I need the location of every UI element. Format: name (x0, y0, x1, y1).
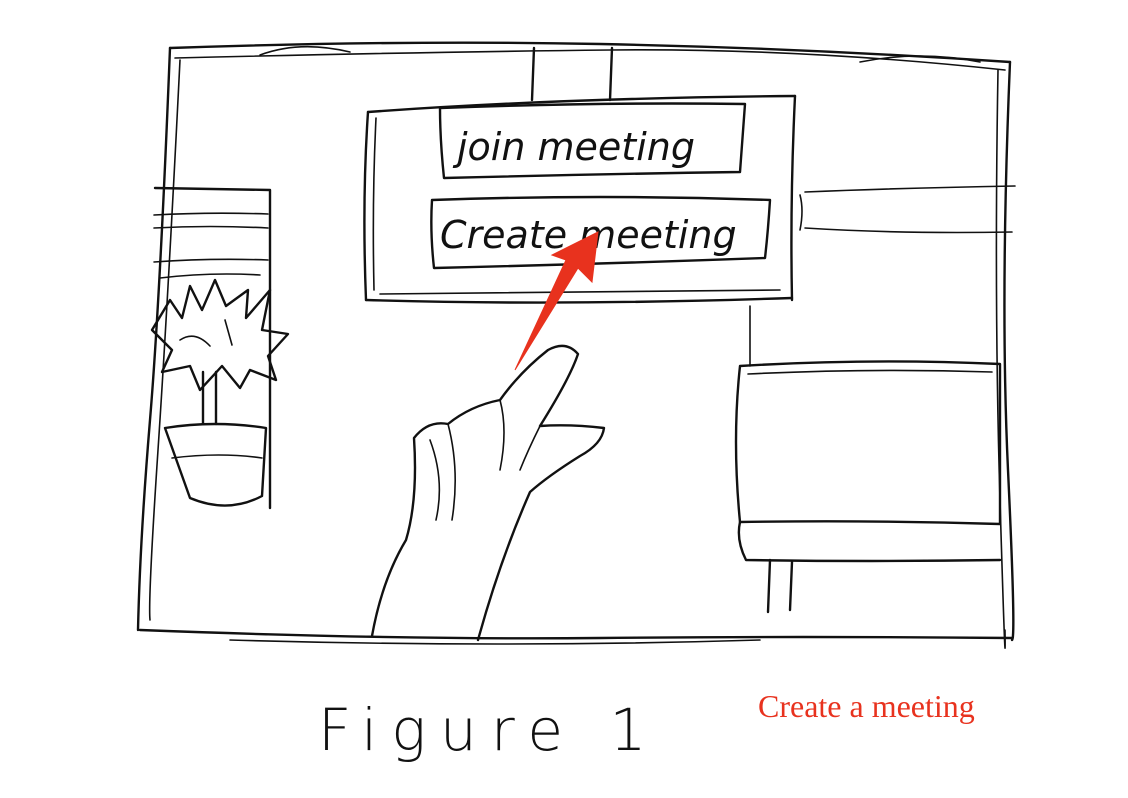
sofa-icon (734, 305, 1002, 614)
figure-caption: Figure 1 (318, 696, 661, 764)
join-meeting-button[interactable]: join meeting (438, 102, 747, 180)
right-wall-lines (799, 185, 1016, 234)
create-meeting-button[interactable]: Create meeting (430, 195, 772, 270)
pointer-arrow-icon (514, 231, 599, 371)
annotation-caption: Create a meeting (758, 688, 975, 724)
join-meeting-label: join meeting (452, 125, 695, 169)
panel-hangers (530, 46, 614, 102)
hand-icon (370, 344, 606, 642)
left-shelf (153, 186, 272, 510)
potted-plant-icon (150, 278, 290, 507)
display-panel (363, 94, 797, 304)
